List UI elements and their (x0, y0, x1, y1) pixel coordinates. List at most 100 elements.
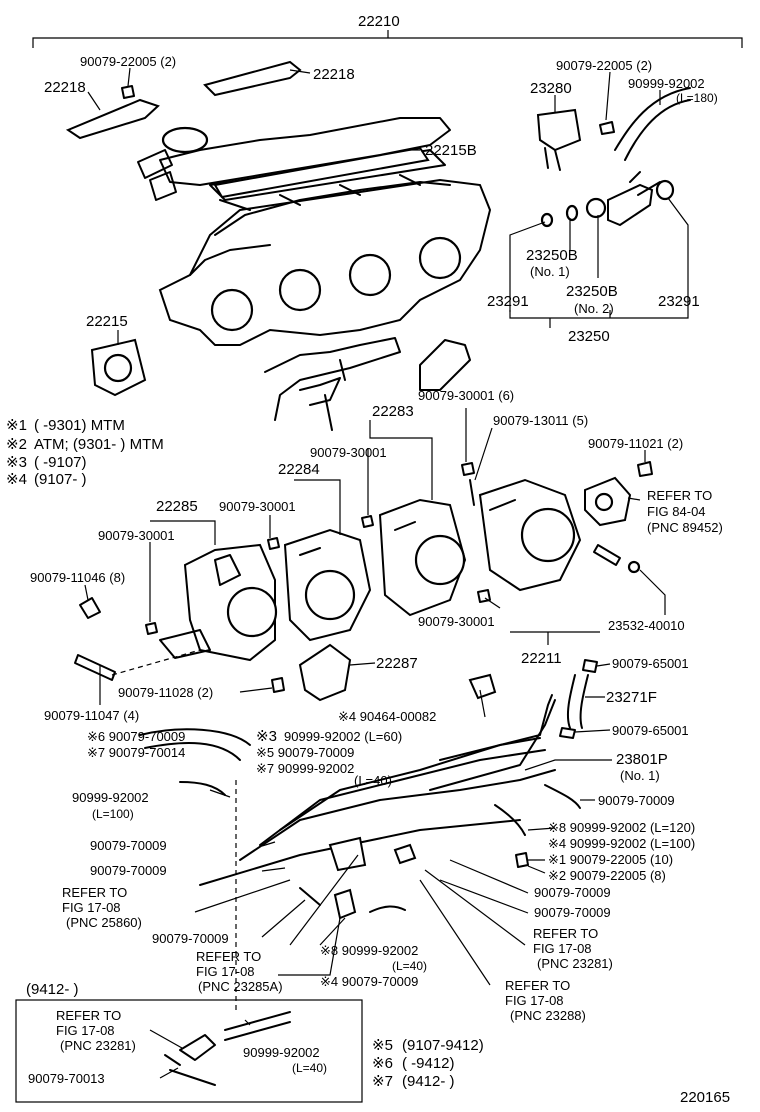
note-2-mark: ※2 (6, 436, 27, 453)
screw-23532-icon (593, 544, 621, 566)
label-x8-92002-b: ※8 90999-92002 (320, 943, 418, 958)
label-23250B-1: 23250B (526, 247, 578, 264)
label-90079-30001-c: 90079-30001 (219, 499, 296, 514)
sensor-89452-hole (594, 492, 614, 512)
note-6-text: ( -9412) (402, 1055, 455, 1072)
bolt-22005-icon (515, 852, 529, 868)
inset-title: (9412- ) (26, 981, 79, 998)
label-90079-70009-d: 90079-70009 (534, 885, 611, 900)
label-x4-70009: ※4 90079-70009 (320, 974, 418, 989)
label-23250B-2: 23250B (566, 283, 618, 300)
note-3-mark: ※3 (6, 454, 27, 471)
label-23291-left: 23291 (487, 293, 529, 310)
notes-top: ※1 ( -9301) MTM ※2 ATM; (9301- ) MTM ※3 … (6, 417, 164, 488)
hose-lower-b (299, 887, 321, 906)
inset-hose: 90999-92002 (243, 1045, 320, 1060)
inset-box-9412 (15, 999, 363, 1103)
label-x7-70014: ※7 90079-70014 (87, 745, 185, 760)
label-22287: 22287 (376, 655, 418, 672)
label-22283: 22283 (372, 403, 414, 420)
hose-left-c (179, 781, 226, 796)
gasket-22218-left (65, 98, 160, 140)
label-23801P: 23801P (616, 751, 668, 768)
label-90079-70009-c: 90079-70009 (90, 863, 167, 878)
note-4-mark: ※4 (6, 471, 27, 488)
hose-left-b (144, 742, 241, 761)
label-refer-23285A-2: FIG 17-08 (196, 964, 255, 979)
inset-clip: 90079-70013 (28, 1071, 105, 1086)
intake-manifold-drawing (137, 117, 492, 346)
label-refer-84-1: REFER TO (647, 488, 712, 503)
note-5-text: (9107-9412) (402, 1037, 484, 1054)
nut-icon-e (477, 589, 491, 603)
bolt-90079-11021-icon (637, 461, 653, 477)
leader-lines (84, 67, 666, 1079)
note-7-text: (9412- ) (402, 1073, 455, 1090)
hose-23271F-b (579, 674, 589, 729)
gasket-22215-hole (103, 353, 133, 383)
label-22218-right: 22218 (313, 66, 355, 83)
label-no2: (No. 2) (574, 301, 614, 316)
label-23280: 23280 (530, 80, 572, 97)
injector-23250-drawing (540, 171, 675, 228)
label-90079-11021-2: 90079-11021 (2) (588, 436, 683, 451)
note-3-text: ( -9107) (34, 454, 87, 471)
label-refer-23285A-3: (PNC 23285A) (198, 979, 283, 994)
bracket-23250 (509, 197, 689, 328)
label-no1-b: (No. 1) (620, 768, 660, 783)
nut-icon-d (461, 462, 475, 476)
label-90079-22005-b: 90079-22005 (2) (556, 58, 652, 73)
label-L40-b: (L=40) (392, 959, 427, 973)
label-90079-70009-f: 90079-70009 (152, 931, 229, 946)
clip-65001-b-icon (559, 727, 576, 739)
label-x6-70009: ※6 90079-70009 (87, 729, 185, 744)
label-x3: ※3 (256, 728, 277, 745)
label-90079-30001-e: 90079-30001 (418, 614, 495, 629)
note-5-mark: ※5 (372, 1037, 393, 1054)
hose-23271F (566, 674, 576, 729)
note-6-mark: ※6 (372, 1055, 393, 1072)
label-refer-23281-2: FIG 17-08 (533, 941, 592, 956)
label-refer-25860-2: FIG 17-08 (62, 900, 121, 915)
clip-65001-a-icon (582, 659, 598, 673)
nut-icon-a (145, 622, 158, 635)
vacuum-pipes-drawing (199, 673, 556, 920)
gasket-22218-right (203, 60, 302, 97)
label-x3-92002: 90999-92002 (L=60) (284, 729, 402, 744)
hose-right-b (494, 804, 526, 836)
throttle-linkage-drawing (264, 337, 471, 431)
washer-icon (627, 560, 641, 574)
label-22211: 22211 (521, 650, 562, 667)
nut-icon-c (361, 515, 374, 528)
label-90079-11028: 90079-11028 (2) (118, 685, 213, 700)
label-90079-13011-5: 90079-13011 (5) (493, 413, 588, 428)
label-x1-22005: ※1 90079-22005 (10) (548, 852, 673, 867)
hose-lower-a (369, 905, 406, 913)
label-refer-84-3: (PNC 89452) (647, 520, 723, 535)
label-23532-40010: 23532-40010 (608, 618, 685, 633)
label-90079-11047: 90079-11047 (4) (44, 708, 139, 723)
label-90079-70009-b: 90079-70009 (90, 838, 167, 853)
label-L180: (L=180) (676, 91, 718, 105)
bolt-90079-11046-icon (79, 597, 101, 619)
inset-refer-1: REFER TO (56, 1008, 121, 1023)
note-1-mark: ※1 (6, 417, 27, 434)
figure-number: 220165 (680, 1089, 730, 1106)
hose-right-a (544, 784, 581, 809)
label-90079-30001-6: 90079-30001 (6) (418, 388, 514, 403)
label-refer-23285A-1: REFER TO (196, 949, 261, 964)
label-90079-22005-a: 90079-22005 (2) (80, 54, 176, 69)
label-refer-23288-3: (PNC 23288) (510, 1008, 586, 1023)
label-x4-90464: ※4 90464-00082 (338, 709, 436, 724)
label-x8-92002: ※8 90999-92002 (L=120) (548, 820, 695, 835)
label-23291-right: 23291 (658, 293, 700, 310)
note-1-text: ( -9301) MTM (34, 417, 125, 434)
bolt-90079-22005-icon (121, 85, 135, 99)
label-22285: 22285 (156, 498, 198, 515)
label-refer-84-2: FIG 84-04 (647, 504, 706, 519)
throttle-bodies-drawing (159, 478, 582, 662)
label-23250: 23250 (568, 328, 610, 345)
notes-bottom: ※5 (9107-9412) ※6 ( -9412) ※7 (9412- ) (372, 1037, 484, 1090)
label-90079-30001-d: 90079-30001 (98, 528, 175, 543)
